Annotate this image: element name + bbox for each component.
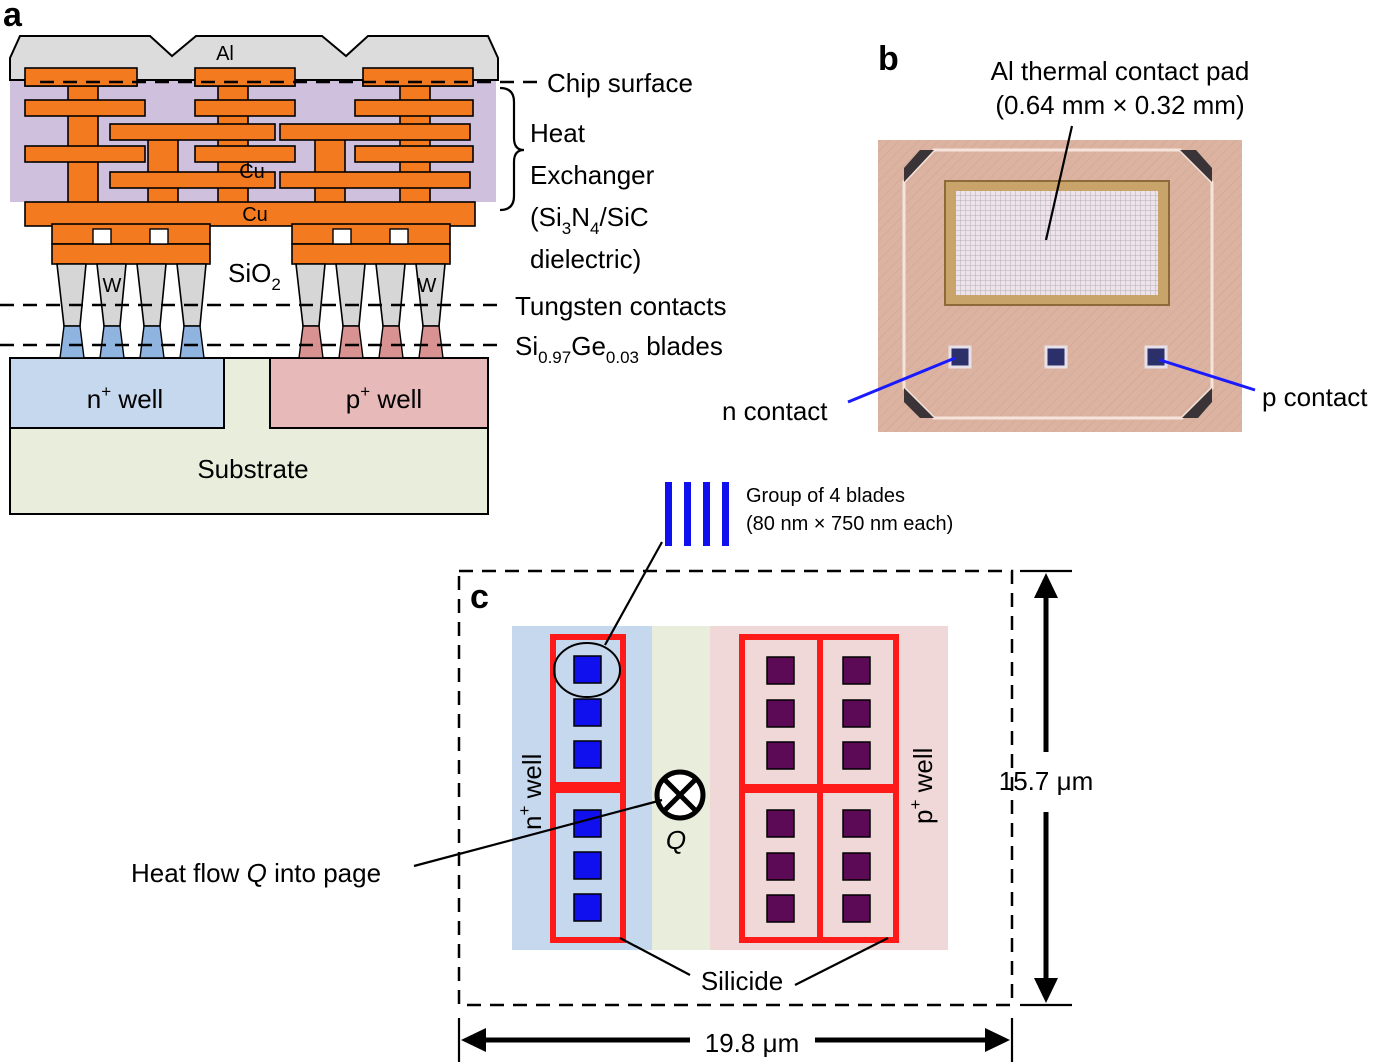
heat-exchanger-label-1: Heat	[530, 118, 586, 148]
n-well-vertical-label: n+ well	[515, 754, 547, 830]
n-contact-label: n contact	[722, 396, 828, 426]
w-right-label: W	[418, 275, 437, 297]
silicide-p-bottom-right	[817, 787, 899, 943]
p-blade-groups	[766, 656, 871, 923]
heat-exchanger-brace	[499, 86, 525, 212]
heat-flow-label: Heat flow Q into page	[131, 858, 381, 888]
legend-line-2: (80 nm × 750 nm each)	[746, 513, 953, 535]
substrate-label: Substrate	[197, 454, 308, 484]
panel-a: a Substrate n+ well p+ well	[0, 0, 727, 515]
panel-b: b Al thermal contact pad (0.64 mm × 0.32…	[722, 40, 1368, 432]
pad-size-label: (0.64 mm × 0.32 mm)	[995, 90, 1244, 120]
dielectric-label: (Si3N4/SiC	[530, 202, 649, 238]
panel-b-label: b	[878, 40, 899, 78]
n-blade-groups	[573, 655, 602, 922]
n-well-label: n+ well	[87, 382, 163, 414]
blade-group-highlight	[553, 642, 621, 698]
silicide-n-bottom	[550, 787, 626, 943]
panel-c-label: c	[470, 578, 489, 616]
cell-boundary	[457, 569, 1014, 1007]
p-contact-pad	[1144, 345, 1168, 369]
al-label: Al	[216, 43, 234, 65]
pad-title-label: Al thermal contact pad	[991, 56, 1250, 86]
tungsten-contacts-label: Tungsten contacts	[515, 291, 727, 321]
middle-contact-pad	[1044, 345, 1068, 369]
legend-line-1: Group of 4 blades	[746, 485, 905, 507]
legend-blades-icon	[665, 482, 729, 546]
heat-exchanger-label-2: Exchanger	[530, 160, 655, 190]
panel-a-label: a	[3, 0, 23, 34]
n-well-block	[9, 357, 225, 429]
p-contact-label: p contact	[1262, 382, 1368, 412]
cu-lower-label: Cu	[242, 204, 268, 226]
p-well-label: p+ well	[346, 382, 422, 414]
panel-c: Group of 4 blades (80 nm × 750 nm each) …	[131, 482, 1093, 1062]
silicide-label: Silicide	[701, 966, 783, 996]
cu-upper-label: Cu	[239, 161, 265, 183]
dielectric-word-label: dielectric)	[530, 244, 641, 274]
sige-blades-label: Si0.97Ge0.03 blades	[515, 331, 723, 367]
sige-blades	[59, 325, 444, 359]
p-well-vertical-label: p+ well	[906, 748, 938, 824]
heat-flow-into-page-icon	[654, 769, 706, 821]
p-contact-pointer	[1159, 358, 1256, 392]
chip-surface-label: Chip surface	[547, 68, 693, 98]
sio2-label: SiO2	[228, 258, 281, 294]
height-dimension-label: 15.7 μm	[999, 766, 1093, 796]
silicide-n-top	[550, 634, 626, 788]
al-thermal-pad	[956, 191, 1158, 295]
n-contact-pointer	[847, 356, 956, 404]
q-label: Q	[666, 825, 686, 855]
n-contact-pad	[948, 345, 972, 369]
width-dimension-label: 19.8 μm	[705, 1028, 799, 1058]
w-left-label: W	[103, 275, 122, 297]
